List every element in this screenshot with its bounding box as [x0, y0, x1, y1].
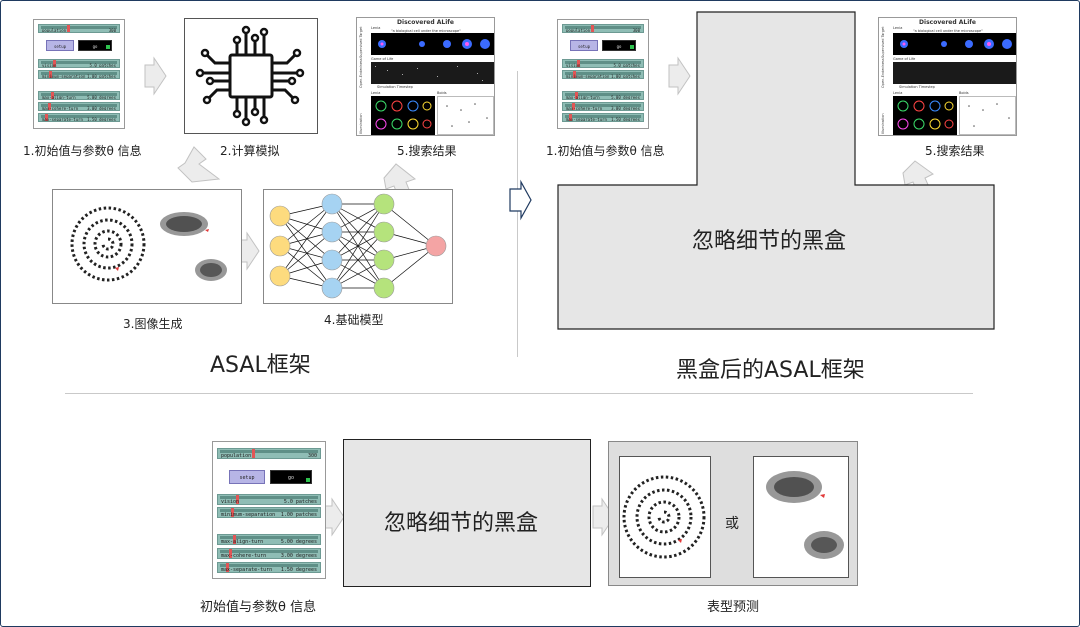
go-button[interactable]: go [602, 40, 636, 51]
nn-node [269, 235, 291, 257]
go-button[interactable]: go [78, 40, 112, 51]
step-3-label: 3.图像生成 [123, 317, 183, 331]
nn-edge [279, 215, 333, 261]
black-box-label-bottom: 忽略细节的黑盒 [384, 511, 539, 536]
nn-edge [331, 203, 385, 261]
game-of-life-strip [371, 62, 494, 84]
arrow-right-icon [144, 56, 167, 96]
nn-node [373, 249, 395, 271]
horizontal-divider [65, 393, 973, 394]
step-1-label-right: 1.初始值与参数θ 信息 [546, 144, 665, 158]
nn-edge [279, 203, 333, 277]
black-box-label-top: 忽略细节的黑盒 [692, 229, 847, 254]
setup-button[interactable]: setup [229, 470, 265, 484]
black-box-bottom [343, 439, 591, 587]
step-4-label: 4.基础模型 [324, 313, 384, 327]
nn-node [269, 205, 291, 227]
asal-framework-title: ASAL框架 [210, 353, 311, 378]
nn-edge [331, 231, 385, 289]
output-label: 表型预测 [707, 600, 760, 615]
nn-node [269, 265, 291, 287]
illumination-boids-grid [437, 96, 494, 135]
step-5-label: 5.搜索结果 [397, 144, 457, 158]
compute-simulation-box [184, 18, 318, 134]
spiral-output-card [619, 456, 711, 578]
or-label: 或 [725, 516, 739, 532]
setup-button[interactable]: setup [46, 40, 74, 51]
nn-node [321, 193, 343, 215]
neural-network-icon [269, 193, 447, 299]
image-generation-box [52, 189, 242, 304]
step-2-label: 2.计算模拟 [220, 144, 280, 158]
nn-node [321, 249, 343, 271]
lenia-strip [371, 33, 494, 55]
arrow-right-icon [668, 56, 691, 96]
arrow-right-icon [322, 497, 345, 537]
nn-edge [279, 215, 333, 289]
step-5-label-right: 5.搜索结果 [925, 144, 985, 158]
boids-spiral-icon [622, 475, 706, 559]
boids-flock-icon [766, 471, 844, 559]
nn-node [425, 235, 447, 257]
vertical-divider [517, 71, 518, 357]
black-box-top [557, 11, 995, 330]
nn-node [321, 221, 343, 243]
nn-edge [279, 245, 333, 289]
boids-flock-icon [160, 212, 227, 281]
search-result-thumbnail: Discovered ALife Lenia "a biological cel… [356, 17, 495, 136]
nn-edge [331, 203, 385, 289]
chip-icon [195, 25, 305, 127]
nn-node [321, 277, 343, 299]
foundation-model-box [263, 189, 453, 304]
go-button[interactable]: go [270, 470, 312, 484]
black-box-asal-title: 黑盒后的ASAL框架 [676, 358, 865, 383]
nn-edge [383, 203, 437, 247]
flock-output-card [753, 456, 849, 578]
input-label: 初始值与参数θ 信息 [200, 600, 317, 615]
nn-edge [279, 231, 333, 277]
step-1-label: 1.初始值与参数θ 信息 [23, 144, 142, 158]
nn-edge [279, 203, 333, 247]
big-arrow-right-icon [509, 179, 532, 221]
setup-button[interactable]: setup [570, 40, 598, 51]
nn-node [373, 277, 395, 299]
result-dots [375, 39, 490, 130]
boids-spiral-icon [70, 206, 227, 282]
arrow-down-left-icon [177, 146, 221, 183]
nn-node [373, 193, 395, 215]
search-result-thumbnail-right: Discovered ALife Lenia "a biological cel… [878, 17, 1017, 136]
nn-edge [383, 245, 437, 289]
nn-node [373, 221, 395, 243]
